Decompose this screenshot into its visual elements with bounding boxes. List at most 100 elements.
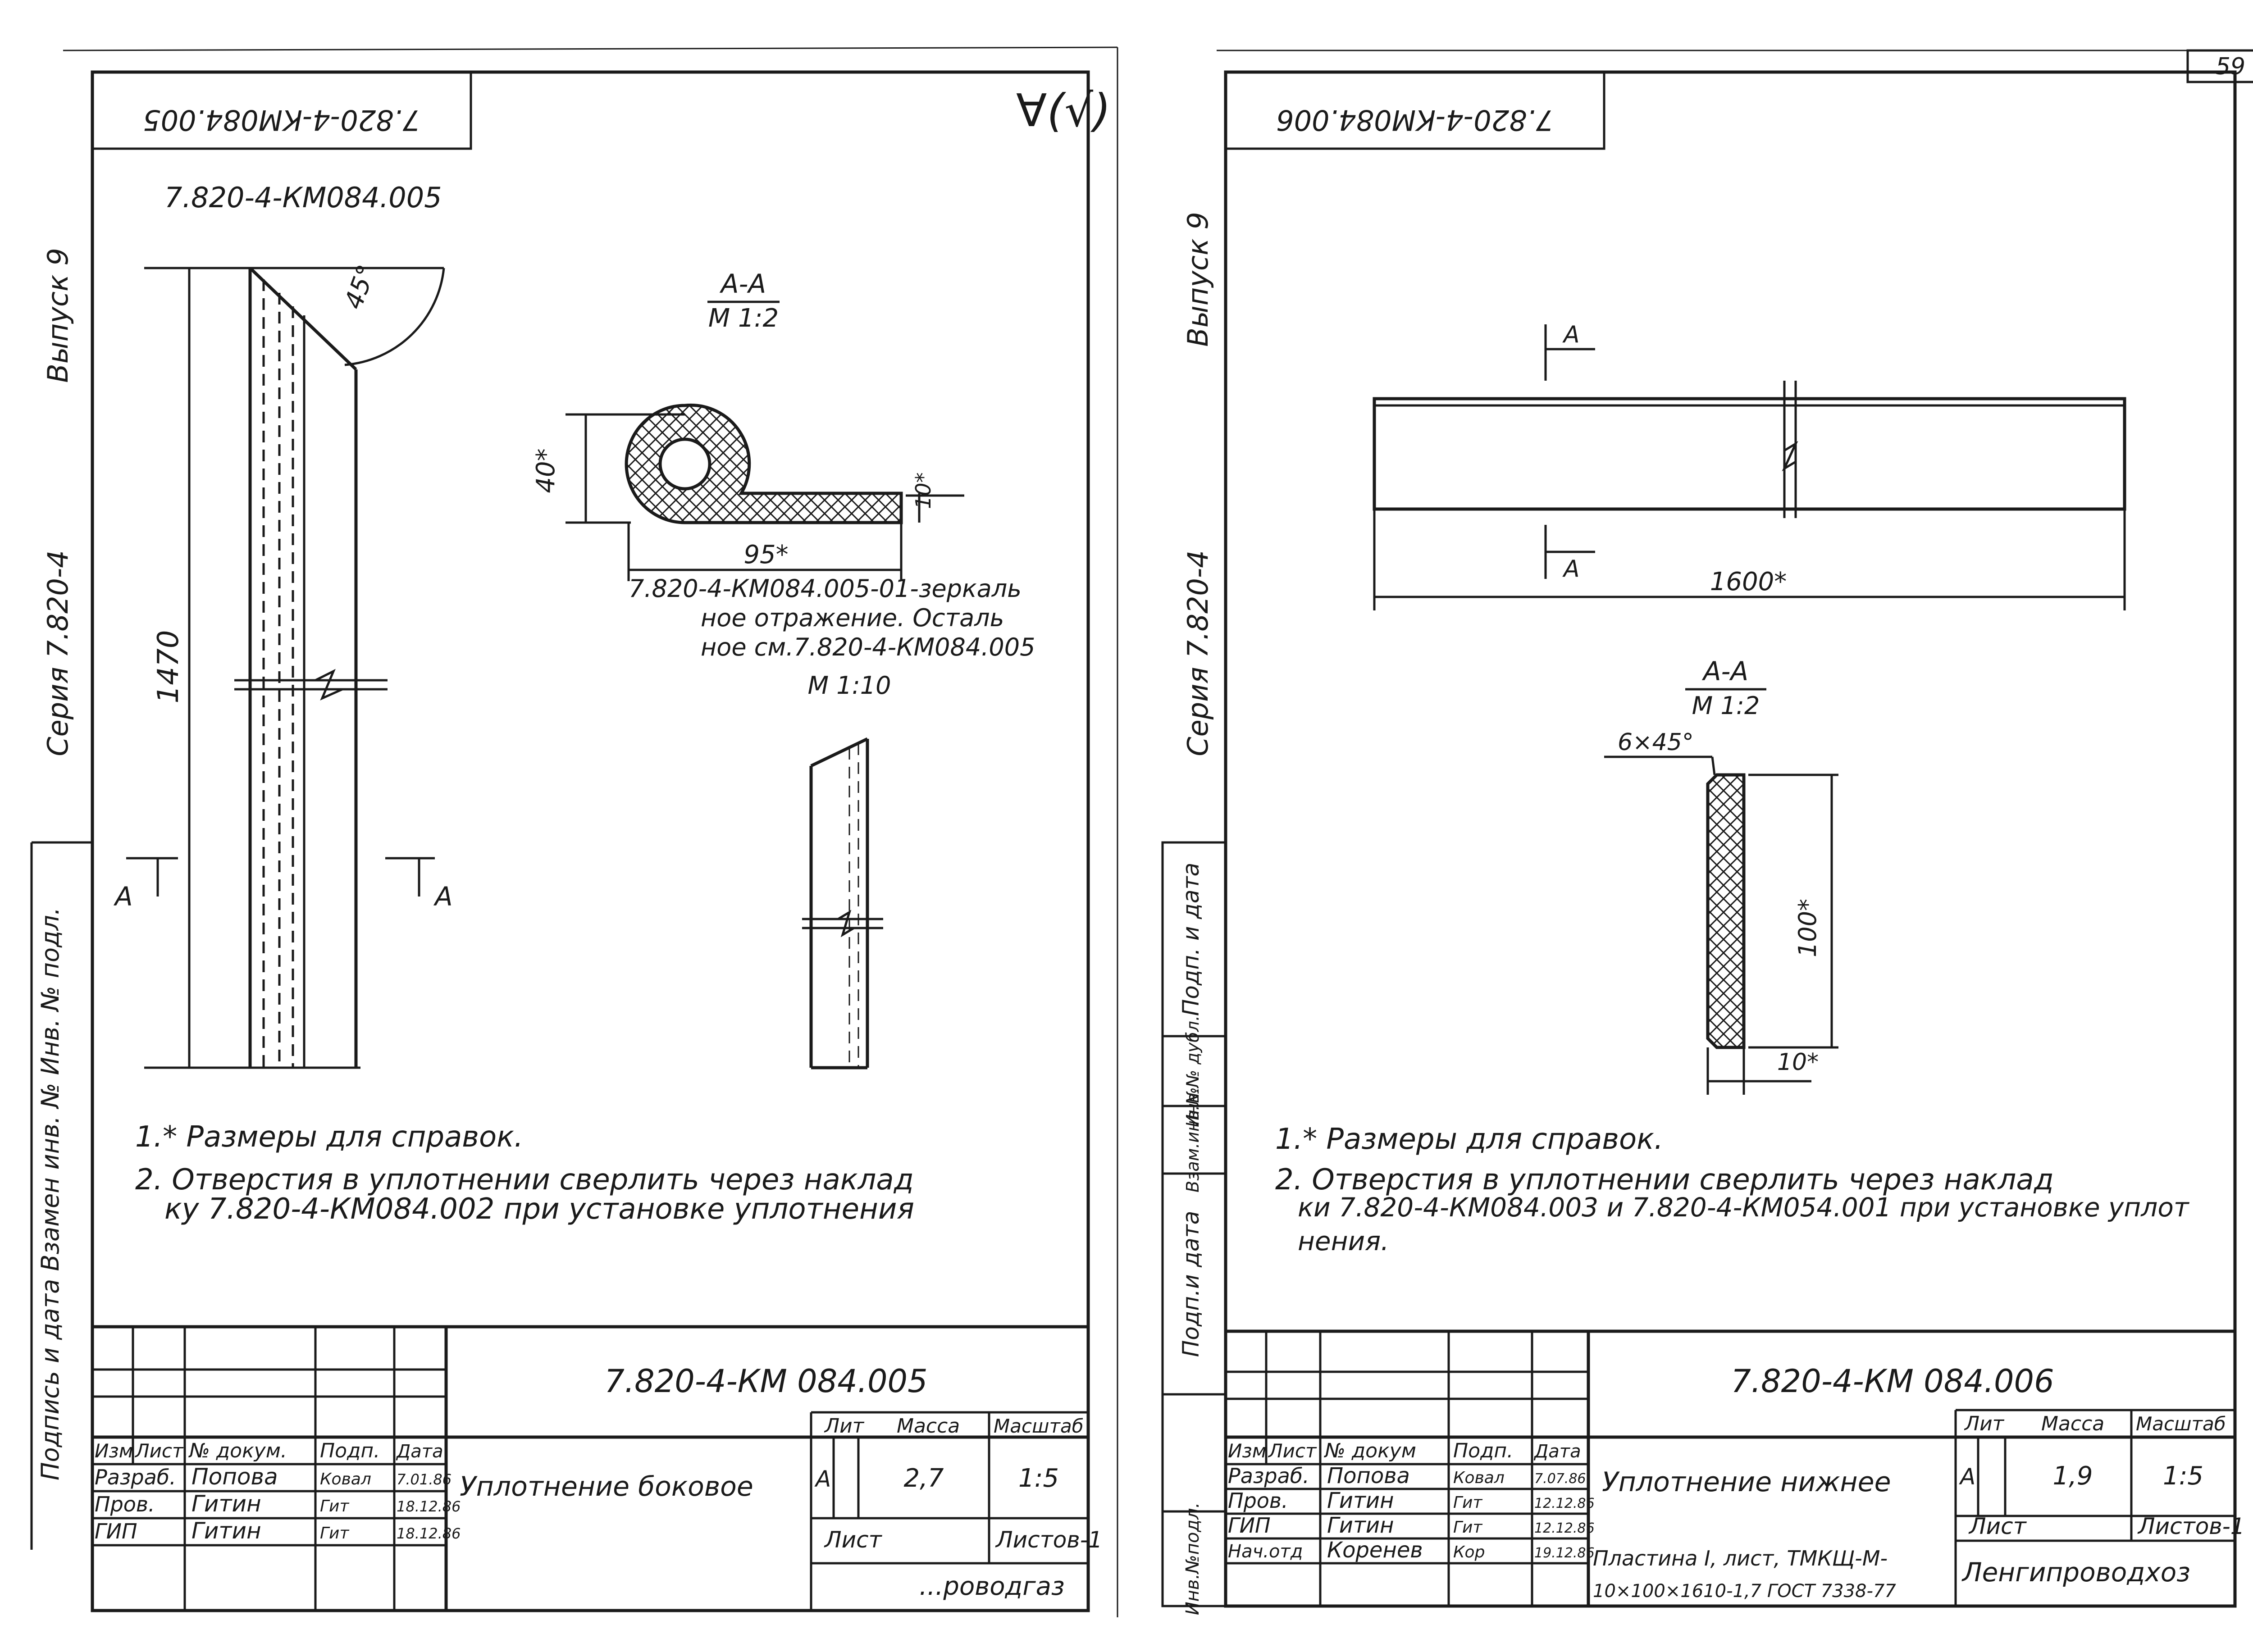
sheet1-scan-edge-top: [63, 46, 1118, 51]
sheet2-row2-name: Гитин: [1327, 1488, 1394, 1513]
sheet2-note-1: 1.* Размеры для справок.: [1275, 1123, 1663, 1156]
sheet-1: 7.820-4-КМ084.005 ∀(√) 7.820-4-КМ084.005…: [30, 46, 1118, 1617]
sheet2-dim-thickness: 10*: [1777, 1049, 1819, 1076]
sheet1-stamp: 7.820-4-КМ084.005: [143, 104, 420, 137]
sheet1-scale-label: Масштаб: [994, 1415, 1084, 1437]
sheet1-row2-role: Пров.: [95, 1492, 155, 1516]
sheet1-note-2b: ку 7.820-4-КМ084.002 при установке уплот…: [164, 1192, 914, 1226]
sheet2-section-title: А-А: [1701, 656, 1748, 687]
sheet2-mass-value: 1,9: [2052, 1461, 2093, 1491]
sheet1-variant-2: ное отражение. Осталь: [701, 604, 1004, 632]
sheet1-row3-date: 18.12.86: [397, 1525, 461, 1542]
sheet2-head-date: Дата: [1533, 1441, 1581, 1462]
sheet1-lit-label: Лит: [824, 1415, 865, 1438]
sheet2-chamfer: 6×45°: [1618, 729, 1694, 756]
sheet2-mass-label: Масса: [2041, 1412, 2104, 1435]
sheet1-head-doc: № докум.: [188, 1439, 287, 1462]
sheet2-head-izm: Изм: [1228, 1440, 1266, 1462]
sheet2-side-sign2: Подп.и дата: [1178, 1211, 1204, 1357]
sheet2-side-strip: Подп. и дата Инв.№ дубл. Взам.инв.№ Подп…: [1161, 841, 1227, 1615]
sheet1-dim-thickness: 10*: [911, 472, 935, 509]
sheet1-variant-3: ное см.7.820-4-КМ084.005: [701, 633, 1035, 661]
sheet1-seal-profile: [625, 403, 903, 524]
sheet2-section-view: А-А М 1:2 6×45° 100* 10*: [1604, 656, 1838, 1095]
sheet1-head-list: Лист: [134, 1440, 184, 1462]
sheet2-stamp-box: [1224, 71, 1605, 150]
sheet2-side-sign: Подп. и дата: [1178, 863, 1204, 1016]
sheet1-side-label: Подпись и дата Взамен инв. № Инв. № подл…: [36, 907, 64, 1480]
sheet2-scale-label: Масштаб: [2136, 1413, 2226, 1435]
sheet1-org: ...роводгаз: [919, 1572, 1065, 1601]
sheet1-row2-date: 18.12.86: [397, 1498, 461, 1515]
sheet1-dim-width: 95*: [743, 540, 788, 569]
sheet2-lit-value: А: [1959, 1464, 1975, 1490]
sheet1-head-date: Дата: [396, 1441, 443, 1462]
sheet1-row3-sign: Гит: [320, 1524, 349, 1543]
sheet2-sheets-label: Листов-1: [2137, 1513, 2245, 1539]
sheet1-row2-name: Гитин: [192, 1491, 261, 1517]
sheet1-issue: Выпуск 9: [41, 248, 74, 382]
sheet2-note-2a: 2. Отверстия в уплотнении сверлить через…: [1275, 1163, 2054, 1197]
sheet1-doc-code: 7.820-4-КМ 084.005: [604, 1363, 927, 1400]
sheet1-frame: [91, 70, 1090, 1612]
sheet2-section-mark-bottom: А: [1562, 555, 1580, 583]
sheet2-title: Уплотнение нижнее: [1602, 1466, 1891, 1498]
sheet1-dim-height: 40*: [531, 448, 561, 493]
sheet2-head-doc: № докум: [1323, 1439, 1416, 1462]
sheet2-row1-role: Разраб.: [1228, 1464, 1309, 1488]
sheet1-roughness: ∀(√): [1016, 84, 1111, 137]
sheet2-row2-sign: Гит: [1453, 1493, 1482, 1512]
sheet1-row1-role: Разраб.: [95, 1465, 176, 1489]
sheet2-row3-sign: Гит: [1453, 1518, 1482, 1537]
sheet2-side-inv: Инв.№ дубл.: [1183, 1015, 1203, 1127]
sheet2-org: Ленгипроводхоз: [1961, 1557, 2190, 1588]
sheet1-row1-sign: Ковал: [320, 1470, 371, 1488]
sheet1-mini-view: [802, 737, 883, 1069]
sheet2-doc-code: 7.820-4-КМ 084.006: [1731, 1363, 2054, 1400]
sheet2-head-sign: Подп.: [1453, 1439, 1513, 1462]
sheet2-dim-length: 1600*: [1710, 567, 1787, 596]
sheet2-head-list: Лист: [1268, 1440, 1317, 1462]
sheet2-row3-role: ГИП: [1228, 1513, 1271, 1538]
sheet2-page-number-box: [2186, 49, 2253, 83]
sheet2-row3-date: 12.12.86: [1534, 1520, 1595, 1536]
sheet2-row2-role: Пров.: [1228, 1488, 1288, 1513]
sheet1-row1-date: 7.01.86: [397, 1471, 452, 1488]
sheet1-section-title: А-А: [719, 269, 766, 299]
sheet1-note-1: 1.* Размеры для справок.: [135, 1120, 523, 1154]
sheet1-section-mark-left: А: [113, 881, 133, 912]
sheet1-note-2a: 2. Отверстия в уплотнении сверлить через…: [135, 1163, 914, 1197]
sheet1-scale-value: 1:5: [1018, 1464, 1059, 1493]
sheet1-row3-role: ГИП: [95, 1519, 137, 1543]
sheet2-row1-sign: Ковал: [1453, 1469, 1505, 1487]
sheet2-material-2: 10×100×1610-1,7 ГОСТ 7338-77: [1593, 1581, 1896, 1602]
sheet1-mini-scale: М 1:10: [807, 671, 891, 700]
sheet1-series: Серия 7.820-4: [41, 550, 74, 756]
sheet2-row1-date: 7.07.86: [1534, 1471, 1586, 1487]
sheet2-row4-date: 19.12.86: [1534, 1545, 1595, 1561]
sheet2-row4-name: Коренев: [1327, 1538, 1423, 1563]
sheet2-row4-sign: Кор: [1453, 1543, 1485, 1561]
sheet1-mass-value: 2,7: [903, 1464, 944, 1493]
sheet1-row1-name: Попова: [192, 1464, 278, 1490]
sheet1-head-sign: Подп.: [320, 1439, 380, 1462]
sheet2-title-block: 7.820-4-КМ 084.006 Изм Лист № докум Подп…: [1224, 1329, 2245, 1608]
sheet2-material-1: Пластина I, лист, ТМКЩ-М-: [1593, 1546, 1888, 1570]
sheet1-title: Уплотнение боковое: [460, 1471, 753, 1502]
sheet1-variant-1: 7.820-4-КМ084.005-01-зеркаль: [629, 574, 1022, 603]
sheet1-stamp-box: [91, 71, 472, 150]
sheet2-plan-view: А А 1600*: [1373, 321, 2126, 610]
sheet2-row1-name: Попова: [1327, 1463, 1410, 1488]
sheet1-row2-sign: Гит: [320, 1497, 349, 1515]
sheet2-stamp: 7.820-4-КМ084.006: [1276, 104, 1554, 137]
sheet2-scale-value: 1:5: [2163, 1461, 2203, 1491]
sheet2-section-scale: М 1:2: [1692, 692, 1760, 720]
sheet1-section-view: А-А М 1:2 40* 95* 10* 7.820-4-КМ084.005-…: [531, 269, 1035, 700]
sheet-2: 59 7.820-4-КМ084.006 Выпуск 9 Серия 7.82…: [1161, 49, 2253, 1615]
sheet2-note-2c: нения.: [1298, 1226, 1389, 1256]
sheet2-sheet-label: Лист: [1968, 1513, 2027, 1539]
sheet1-sheet-label: Лист: [824, 1527, 883, 1553]
sheet2-row2-date: 12.12.86: [1534, 1496, 1595, 1511]
sheet1-sheets-label: Листов-1: [995, 1527, 1103, 1553]
